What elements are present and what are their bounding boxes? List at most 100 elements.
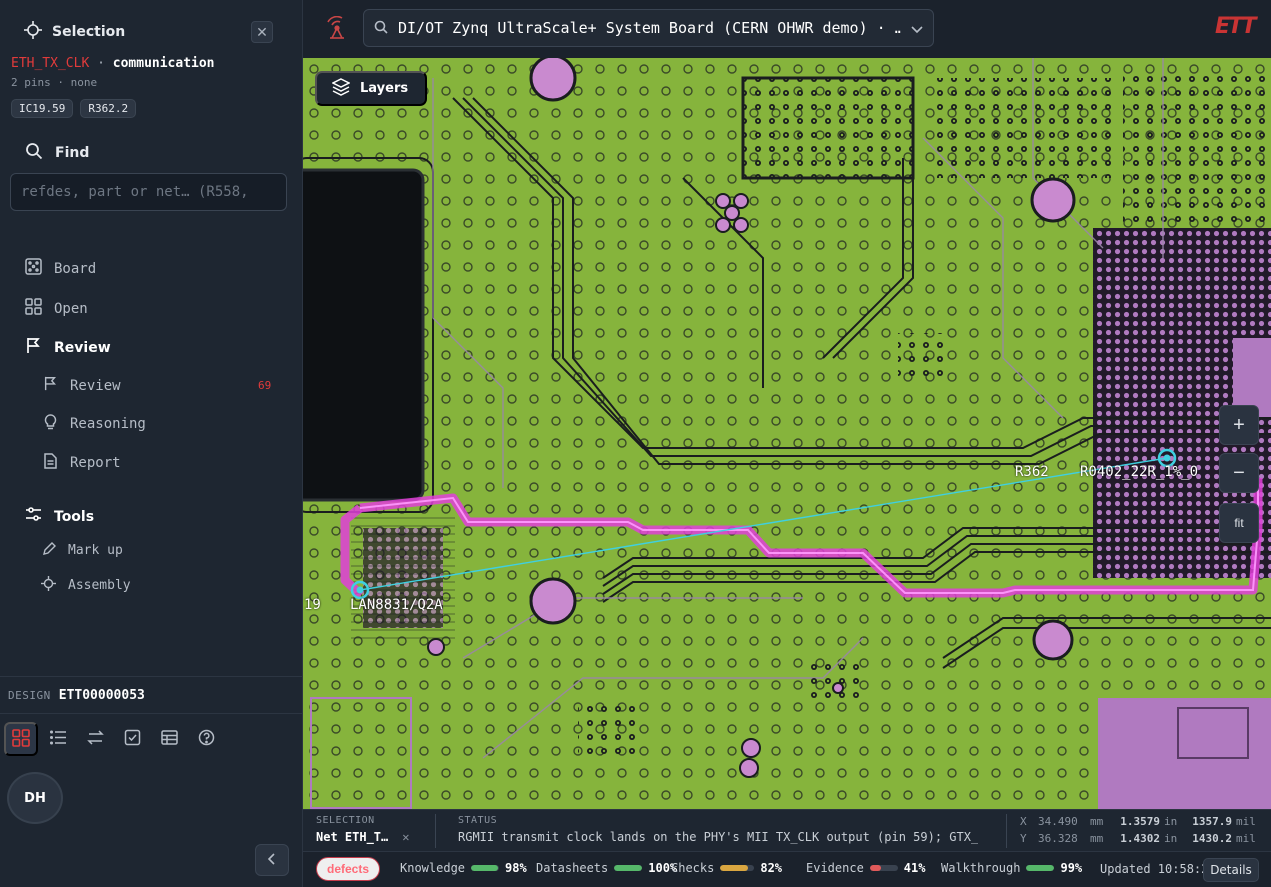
status-label: STATUS (458, 815, 498, 826)
net-name: ETH_TX_CLK (11, 56, 90, 71)
search-icon (25, 142, 43, 164)
progress-label: Datasheets (536, 861, 609, 875)
ic-refdes-label: 19 (304, 597, 321, 613)
design-search-value: DI/OT Zynq UltraScale+ System Board (CER… (398, 19, 901, 37)
progress-track (614, 865, 643, 871)
details-button[interactable]: Details (1203, 858, 1259, 882)
nav-markup[interactable]: Mark up (43, 542, 123, 559)
flag-icon (43, 376, 58, 395)
board-icon (25, 258, 42, 279)
fit-view-button[interactable]: fit (1219, 503, 1259, 543)
nav-tools-section[interactable]: Tools (25, 506, 94, 527)
help-button[interactable] (189, 722, 223, 756)
nav-board[interactable]: Board (25, 258, 96, 279)
pins-summary: 2 pins · none (11, 76, 98, 89)
review-count-badge: 69 (258, 379, 272, 392)
sliders-icon (25, 506, 42, 527)
find-header: Find (25, 142, 89, 164)
nav-review[interactable]: Review (43, 376, 121, 395)
checklist-button[interactable] (115, 722, 149, 756)
resistor-refdes-label: R362 (1015, 464, 1049, 480)
net-class: communication (112, 56, 215, 71)
progress-percent: 99% (1060, 861, 1083, 875)
ett-logo: ETT (1215, 14, 1257, 39)
crosshair-icon (24, 21, 42, 43)
nav-assembly[interactable]: Assembly (41, 576, 131, 595)
defects-button[interactable]: defects (316, 857, 381, 881)
nav-reasoning[interactable]: Reasoning (43, 414, 146, 434)
cursor-coordinates: X 34.490 mm 1.3579 in 1357.9 mil Y 36.32… (1020, 813, 1260, 847)
x-mm: 34.490 (1038, 815, 1078, 828)
collapse-sidebar-button[interactable] (255, 844, 289, 876)
nav-tools-label: Tools (54, 508, 95, 525)
progress-label: Evidence (806, 861, 864, 875)
progress-fill (1026, 865, 1055, 871)
swap-arrows-icon (86, 729, 104, 749)
pin-chips: IC19.59 R362.2 (11, 99, 137, 118)
progress-knowledge: Knowledge 98% (400, 861, 527, 875)
chevron-left-icon (267, 852, 277, 868)
progress-track (720, 865, 755, 871)
progress-percent: 41% (903, 861, 926, 875)
antenna-icon[interactable] (325, 15, 349, 46)
progress-bar: defects Knowledge 98% Datasheets 100% Ch… (303, 851, 1271, 887)
progress-percent: 82% (760, 861, 783, 875)
x-label: X (1020, 815, 1027, 828)
zoom-out-button[interactable]: − (1219, 453, 1259, 493)
y-mil-unit: mil (1236, 832, 1256, 845)
selection-header: Selection (24, 21, 125, 43)
find-title: Find (55, 145, 90, 161)
top-bar: DI/OT Zynq UltraScale+ System Board (CER… (303, 0, 1271, 58)
progress-label: Walkthrough (941, 861, 1021, 875)
table-view-button[interactable] (152, 722, 186, 756)
design-id-row: DESIGN ETT00000053 (0, 676, 303, 714)
user-avatar[interactable]: DH (7, 772, 63, 824)
progress-fill (869, 865, 882, 871)
y-mm: 36.328 (1038, 832, 1078, 845)
divider (435, 814, 436, 848)
selection-title: Selection (52, 24, 126, 40)
progress-fill (471, 865, 499, 871)
list-view-button[interactable] (41, 722, 75, 756)
last-updated: Updated 10:58:23 (1100, 862, 1216, 876)
find-input[interactable] (10, 173, 287, 211)
layers-button[interactable]: Layers (315, 71, 427, 106)
grid-view-button[interactable] (4, 722, 38, 756)
table-icon (160, 729, 178, 749)
grid-icon (25, 298, 42, 319)
progress-datasheets: Datasheets 100% (536, 861, 677, 875)
zoom-in-button[interactable]: + (1219, 405, 1259, 445)
swap-button[interactable] (78, 722, 112, 756)
layers-icon (331, 77, 351, 100)
progress-percent: 98% (505, 861, 527, 875)
close-selection-button[interactable]: ✕ (251, 21, 273, 43)
progress-track (869, 865, 898, 871)
pin-chip[interactable]: IC19.59 (11, 99, 74, 118)
list-icon (49, 729, 67, 749)
selection-summary: Net ETH_T… ✕ (316, 830, 409, 844)
nav-open[interactable]: Open (25, 298, 88, 319)
sidebar: Selection ✕ ETH_TX_CLK · communication 2… (0, 0, 303, 887)
nav-review-section[interactable]: Review (25, 337, 111, 358)
progress-walkthrough: Walkthrough 99% (941, 861, 1082, 875)
nav-open-label: Open (54, 300, 88, 317)
nav-report[interactable]: Report (43, 453, 121, 473)
clear-selection-icon[interactable]: ✕ (402, 830, 410, 844)
pcb-canvas[interactable]: Layers 19 LAN8831/Q2A R362 R0402_22R_1%_… (303, 58, 1271, 809)
design-value: ETT00000053 (58, 687, 145, 703)
pin-chip[interactable]: R362.2 (80, 99, 137, 118)
lightbulb-icon (43, 414, 58, 434)
chevron-down-icon (911, 19, 923, 38)
selection-value: Net ETH_T… (316, 830, 389, 844)
view-switcher (4, 722, 223, 756)
progress-percent: 100% (648, 861, 678, 875)
selected-net: ETH_TX_CLK · communication (11, 56, 215, 71)
pcb-artwork[interactable] (303, 58, 1271, 809)
design-search[interactable]: DI/OT Zynq UltraScale+ System Board (CER… (363, 9, 934, 47)
y-mil: 1430.2 (1192, 832, 1232, 845)
progress-track (471, 865, 500, 871)
ic-part-label: LAN8831/Q2A (350, 597, 443, 613)
y-label: Y (1020, 832, 1027, 845)
status-message: RGMII transmit clock lands on the PHY's … (458, 830, 978, 844)
